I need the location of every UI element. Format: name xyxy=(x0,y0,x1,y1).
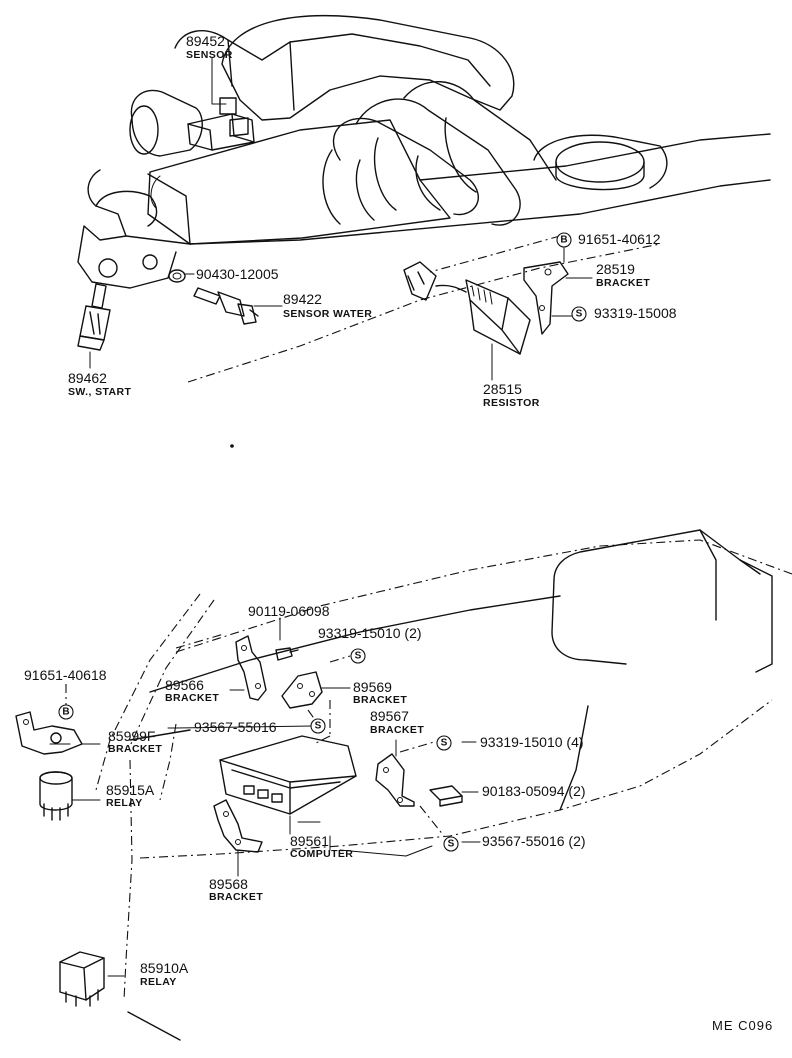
symbol-93567a: S xyxy=(315,721,322,732)
bolt-drawing xyxy=(275,647,299,661)
screw-symbol-s-icon xyxy=(350,648,366,664)
bolt-symbol-b-icon xyxy=(58,704,74,720)
upper-leader-lines xyxy=(89,57,593,381)
part-number-89567: 89567 xyxy=(370,708,409,724)
computer-drawing xyxy=(219,735,357,815)
part-number-93567a: 93567-55016 xyxy=(194,719,277,735)
relay-85910a-drawing xyxy=(59,951,105,1007)
start-switch-drawing xyxy=(77,283,111,351)
part-number-90183: 90183-05094 (2) xyxy=(482,783,586,799)
part-number-85910a: 85910A xyxy=(140,960,189,976)
part-number-85999f: 85999F xyxy=(108,728,155,744)
symbol-91651a: B xyxy=(560,235,567,246)
bracket-28519-drawing xyxy=(523,261,569,335)
part-name-85910a: RELAY xyxy=(140,976,177,988)
part-name-85999f: BRACKET xyxy=(108,743,162,755)
screw-symbol-s-icon xyxy=(436,735,452,751)
sensor-89452-drawing xyxy=(187,97,255,151)
part-name-89452: SENSOR xyxy=(186,49,233,61)
part-number-85915a: 85915A xyxy=(106,782,155,798)
symbol-91651b: B xyxy=(62,707,69,718)
part-number-89568: 89568 xyxy=(209,876,248,892)
part-name-89566: BRACKET xyxy=(165,692,219,704)
gasket-drawing xyxy=(168,269,186,283)
part-name-28519: BRACKET xyxy=(596,277,650,289)
symbol-93567b: S xyxy=(448,839,455,850)
part-name-85915a: RELAY xyxy=(106,797,143,809)
part-number-90430: 90430-12005 xyxy=(196,266,279,282)
part-name-89462: SW., START xyxy=(68,386,131,398)
relay-85915a-drawing xyxy=(39,771,73,821)
part-number-93319a: 93319-15008 xyxy=(594,305,677,321)
screw-symbol-s-icon xyxy=(310,718,326,734)
part-name-89567: BRACKET xyxy=(370,724,424,736)
symbol-93319c: S xyxy=(441,738,448,749)
symbol-93319b: S xyxy=(355,651,362,662)
part-number-89462: 89462 xyxy=(68,370,107,386)
part-number-89561: 89561 xyxy=(290,833,329,849)
part-name-89568: BRACKET xyxy=(209,891,263,903)
part-number-89422: 89422 xyxy=(283,291,322,307)
engine-illustration xyxy=(77,14,771,383)
part-number-90119: 90119-06098 xyxy=(248,603,330,619)
part-name-89561: COMPUTER xyxy=(290,848,353,860)
part-name-89569: BRACKET xyxy=(353,694,407,706)
part-number-89569: 89569 xyxy=(353,679,392,695)
part-number-28515: 28515 xyxy=(483,381,522,397)
bolt-symbol-b-icon xyxy=(556,232,572,248)
bracket-89567-drawing xyxy=(375,753,415,807)
part-number-91651b: 91651-40618 xyxy=(24,667,107,683)
bracket-89569-drawing xyxy=(281,671,323,709)
screw-symbol-s-icon xyxy=(571,306,587,322)
part-number-89452: 89452 xyxy=(186,33,225,49)
part-number-93319c: 93319-15010 (4) xyxy=(480,734,584,750)
screw-symbol-s-icon xyxy=(443,836,459,852)
stray-dot xyxy=(230,444,234,448)
part-number-28519: 28519 xyxy=(596,261,635,277)
symbol-93319a: S xyxy=(576,309,583,320)
water-sensor-drawing xyxy=(193,287,259,325)
part-number-93567b: 93567-55016 (2) xyxy=(482,833,586,849)
part-name-28515: RESISTOR xyxy=(483,397,540,409)
diagram-code: ME C096 xyxy=(712,1018,773,1033)
part-number-89566: 89566 xyxy=(165,677,204,693)
bracket-89566-drawing xyxy=(235,635,267,701)
dashboard-illustration xyxy=(95,529,792,1041)
bracket-89568-drawing xyxy=(213,799,263,853)
part-number-91651a: 91651-40612 xyxy=(578,231,661,247)
resistor-drawing xyxy=(403,261,531,355)
bracket-85999f-drawing xyxy=(15,711,83,755)
part-number-93319b: 93319-15010 (2) xyxy=(318,625,422,641)
part-name-89422: SENSOR WATER xyxy=(283,308,372,320)
clip-drawing xyxy=(429,785,463,807)
